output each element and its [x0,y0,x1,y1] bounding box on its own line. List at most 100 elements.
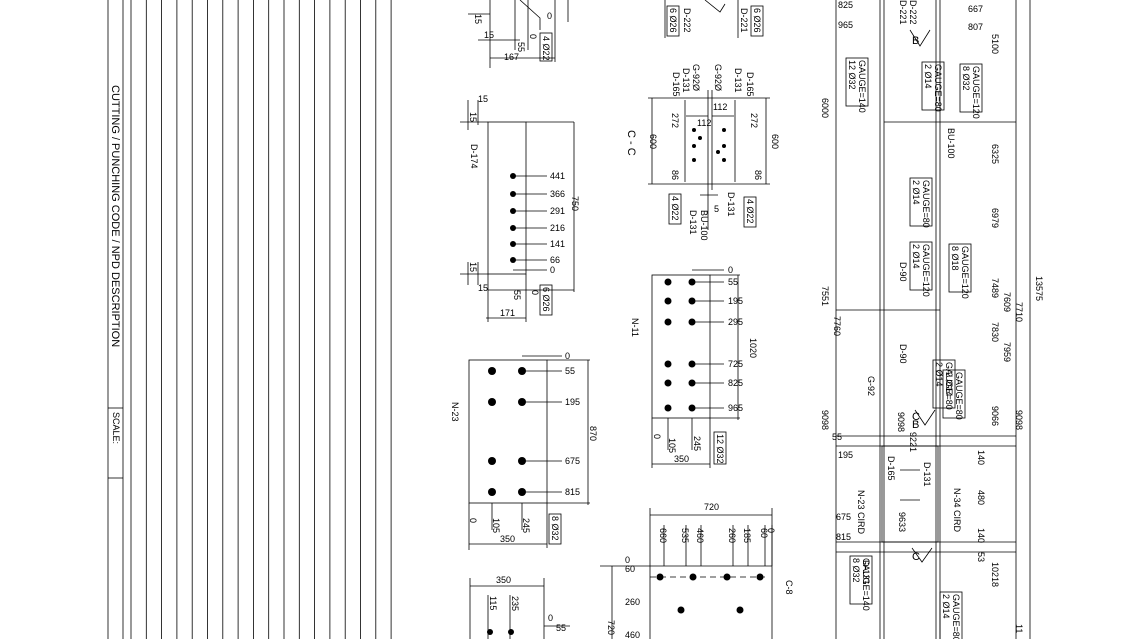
gauge-note-box [909,241,933,291]
cc-inner-dim: 272 [749,113,759,128]
cc-bottom-label: BU-100 [699,210,709,241]
gauge-note-box [921,61,945,111]
elev-left-dim: 7551 [820,286,830,306]
cc-small: 5 [714,204,719,214]
title-block: CUTTING / PUNCHING CODE / NPD DESCRIPTIO… [107,0,392,639]
tl-dim-4: 0 [528,34,538,39]
d174-ordinate: 0 [550,265,555,275]
n11-height: 1020 [748,338,758,358]
cc-small-dim: 86 [753,170,763,180]
n23-bottom-dim: 105 [491,518,501,533]
bolt-hole [722,158,726,162]
n11-bottom-dim: 245 [692,436,702,451]
cc-top-label: G-92Ø [691,64,701,91]
bolt-hole [716,150,720,154]
n11-bottom-dim: 105 [667,438,677,453]
bolt-hole [698,136,702,140]
elev-left-dim: 195 [838,450,853,460]
tl-dim-1: 15 [473,14,483,24]
n11-ordinate: 965 [728,403,743,413]
member-label: D-90 [898,344,908,364]
cc-top-label: D-131 [733,68,743,93]
member-label: D-131 [861,560,871,585]
bolt-hole [689,573,697,581]
bolt-hole [692,158,696,162]
member-label: D-222 [908,0,918,25]
n23-ordinate: 675 [565,456,580,466]
gauge-note-gauge: GAUGE=140 [857,60,867,113]
n23-label: N-23 [450,402,460,422]
tl-dim-5: 167 [504,52,519,62]
gauge-note-box [909,177,933,227]
n11-ordinate: 195 [728,296,743,306]
c8-top-ordinate: 460 [695,528,705,543]
cc-title: C - C [625,130,637,156]
bolt-hole [488,398,496,406]
n11-ordinate: 295 [728,317,743,327]
bolt-hole [736,606,744,614]
member-label: D-131 [922,462,932,487]
d174-side-dim: 15 [478,94,488,104]
elev-right-dim: 807 [968,22,983,32]
gauge-note-box [932,359,956,409]
member-label: G-92 [866,376,876,396]
c8-top-ordinate: 185 [742,528,752,543]
elev-left-dim: 6000 [820,98,830,118]
bolt-hole [664,379,672,387]
n23-ordinate: 195 [565,397,580,407]
cc-inner-dim: 272 [670,113,680,128]
gauge-note-gauge: GAUGE=80 [921,180,931,228]
gauge-note-gauge: GAUGE=80 [951,594,961,639]
n11-note: 12 Ø32 [715,434,725,464]
tm-note-2: 6 Ø26 [752,8,762,33]
n23-ordinate: 55 [565,366,575,376]
n23-height: 870 [588,426,598,441]
elev-left-dim: 965 [838,20,853,30]
c8-label: C-8 [784,580,794,595]
elev-left-dim: 675 [836,512,851,522]
c8-top-ordinate: 0 [766,528,776,533]
n23-ordinate: 0 [565,351,570,361]
d174-side-dim: 15 [468,262,478,272]
tl-dim-2: 15 [484,30,494,40]
elev-left-dim: 55 [832,432,842,442]
gauge-note-gauge: GAUGE=80 [933,64,943,112]
n23-ordinate: 815 [565,487,580,497]
gauge-note-box [948,243,972,293]
c8-top-ordinate: 660 [658,528,668,543]
ruling-lines [130,0,392,639]
gauge-note-bolts: 2 Ø14 [944,372,954,397]
elev-extra-dim: 9221 [908,432,918,452]
gauge-note-gauge: GAUGE=120 [921,244,931,297]
d174-ordinate: 141 [550,239,565,249]
d174-width: 171 [500,308,515,318]
n11-ordinate: 725 [728,359,743,369]
section-marker: C [912,411,920,423]
n23-holes: 0 55 195 675 815 [488,351,580,497]
section-marker: C [912,551,920,563]
bottom-left-detail: 350 115 235 0 55 [469,575,570,639]
member-label: D-165 [886,456,896,481]
tl-zero: 0 [547,11,552,21]
section-marker: B [912,35,919,47]
elev-right-dim: 7609 [1002,292,1012,312]
elev-right-dim: 7830 [990,322,1000,342]
gauge-note-bolts: 8 Ø18 [950,246,960,271]
gauge-note-bolts: 2 Ø14 [941,594,951,619]
bolt-hole [656,573,664,581]
gauge-note-bolts: 2 Ø14 [911,244,921,269]
bl-width: 350 [496,575,511,585]
d174-bottom-dim: 55 [512,290,522,300]
n11-ordinate: 825 [728,378,743,388]
elev-right-dim: 6979 [990,208,1000,228]
c8-left-ordinate: 60 [625,564,635,574]
tm-label-1: D-222 [682,8,692,33]
n11-label: N-11 [630,318,640,337]
gauge-note-box [849,555,873,605]
